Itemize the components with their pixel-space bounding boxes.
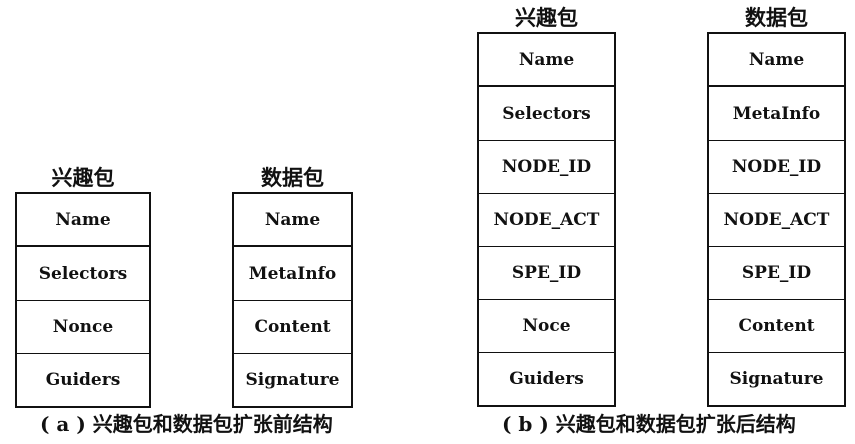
field-signature: Signature xyxy=(234,353,351,406)
field-name: Name xyxy=(479,34,614,87)
field-node-id: NODE_ID xyxy=(479,140,614,193)
field-node-act: NODE_ACT xyxy=(479,193,614,246)
field-selectors: Selectors xyxy=(38,263,128,284)
field-content: Content xyxy=(234,300,351,353)
field-guiders: Guiders xyxy=(479,352,614,405)
packet-title: 兴趣包 xyxy=(51,165,115,190)
field-node-act: NODE_ACT xyxy=(709,193,844,246)
field-metainfo: MetaInfo xyxy=(732,103,821,124)
packet-title: 数据包 xyxy=(745,5,808,30)
caption-a: ( a ) 兴趣包和数据包扩张前结构 xyxy=(40,412,333,436)
field-noce: Noce xyxy=(479,299,614,352)
packet-title: 兴趣包 xyxy=(515,5,578,30)
field-metainfo: MetaInfo xyxy=(248,263,337,284)
field-name: Name xyxy=(709,34,844,87)
field-selectors: Selectors xyxy=(502,103,591,124)
field-name: Name xyxy=(234,194,351,247)
field-content: Content xyxy=(709,299,844,352)
field-signature: Signature xyxy=(709,352,844,405)
packet-title: 数据包 xyxy=(261,165,324,190)
field-nonce: Nonce xyxy=(17,300,149,353)
caption-b: ( b ) 兴趣包和数据包扩张后结构 xyxy=(502,412,796,436)
field-guiders: Guiders xyxy=(17,353,149,406)
field-node-id: NODE_ID xyxy=(709,140,844,193)
field-spe-id: SPE_ID xyxy=(709,246,844,299)
field-spe-id: SPE_ID xyxy=(479,246,614,299)
field-name: Name xyxy=(17,194,149,247)
